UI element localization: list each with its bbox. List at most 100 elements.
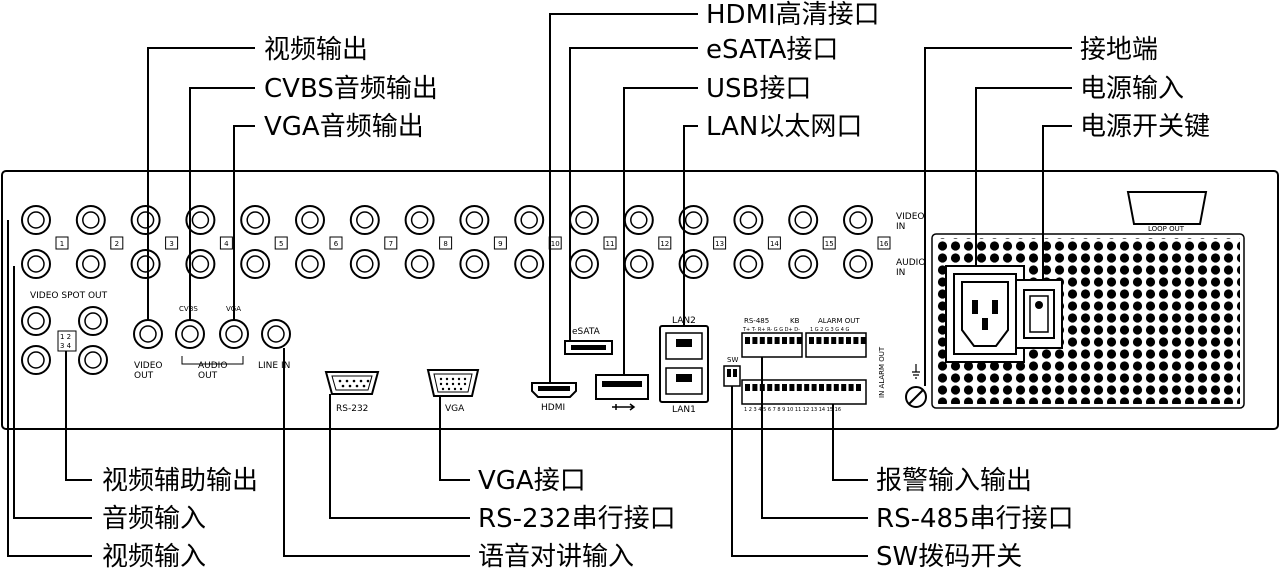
audio-in-bnc-14-inner (739, 255, 758, 273)
channel-box-13 (713, 236, 727, 250)
terminal-pin (774, 384, 780, 391)
video-in-bnc-1-inner (27, 211, 45, 229)
channel-box-14 (767, 236, 781, 250)
audio-in-bnc-11-inner (575, 255, 593, 273)
audio-in-bnc-12-inner (630, 255, 648, 273)
channel-number-12: 12 (660, 240, 669, 248)
channel-box-8 (439, 236, 453, 250)
channel-number-2: 2 (115, 240, 119, 248)
callout-cvbs-audio-out: CVBS音频输出 (264, 74, 438, 104)
audio-in-bnc-10-inner (520, 255, 538, 273)
terminal-pin (856, 384, 861, 391)
video-spot-out-label: VIDEO SPOT OUT (30, 291, 108, 301)
video-spot-out-block: 1 2 3 4 VIDEO SPOT OUT (21, 291, 108, 375)
channel-box-16 (877, 236, 891, 250)
video-in-bnc-6-inner (301, 211, 319, 229)
leader-lines (7, 13, 1072, 557)
callout-vga: VGA接口 (478, 466, 586, 496)
callout-rs232: RS-232串行接口 (478, 504, 676, 534)
video-in-bnc-12-inner (630, 211, 648, 229)
audio-in-bnc-8-inner (410, 255, 429, 273)
alarm-out-label: ALARM OUT (818, 317, 860, 325)
hdmi-label: HDMI (541, 403, 565, 413)
video-in-bnc-8-inner (410, 211, 429, 229)
hdmi-port: HDMI (531, 382, 577, 413)
audio-in-bnc-1-inner (27, 255, 45, 273)
callout-spot-out: 视频辅助输出 (102, 466, 258, 496)
video-in-bnc-4-inner (191, 211, 210, 229)
video-in-bnc-10-inner (520, 211, 538, 229)
terminal-bottom-label: 1 2 3 4 5 6 7 8 9 10 11 12 13 14 15 16 (744, 407, 841, 413)
terminal-pin (752, 337, 758, 344)
channel-box-11 (603, 236, 617, 250)
audio-in-bnc-9-inner (465, 255, 484, 273)
kb-label: KB (790, 317, 800, 325)
terminal-pin (816, 337, 822, 344)
lan1-label: LAN1 (672, 405, 696, 415)
terminal-pin (789, 337, 795, 344)
callouts-bottom-left: 视频辅助输出 音频输入 视频输入 (102, 466, 258, 569)
channel-number-5: 5 (279, 240, 283, 248)
callouts-top-mid: HDMI高清接口 eSATA接口 USB接口 LAN以太网口 (706, 0, 880, 142)
channel-number-1: 1 (60, 240, 64, 248)
channel-number-7: 7 (389, 240, 393, 248)
terminal-pin (838, 337, 844, 344)
audio-in-bnc-3-inner (136, 255, 155, 273)
video-in-bnc-15-inner (794, 211, 812, 229)
terminal-pin (846, 337, 851, 344)
channel-box-2 (110, 236, 124, 250)
callouts-bottom-right: 报警输入输出 RS-485串行接口 SW拨码开关 (876, 466, 1074, 569)
terminal-pin (831, 337, 837, 344)
audio-in-bnc-15-inner (794, 255, 812, 273)
channel-box-12 (658, 236, 672, 250)
audio-in-bnc-6-inner (301, 255, 319, 273)
loop-out-label: LOOP OUT (1148, 225, 1185, 233)
callout-vga-audio-out: VGA音频输出 (264, 112, 424, 142)
channel-box-15 (822, 236, 836, 250)
terminal-pin (767, 337, 773, 344)
audio-in-bnc-7-inner (356, 255, 374, 273)
callout-hdmi: HDMI高清接口 (706, 0, 880, 30)
channel-number-4: 4 (224, 240, 229, 248)
channel-number-15: 15 (825, 240, 834, 248)
callout-usb: USB接口 (706, 74, 811, 104)
video-in-bnc-5-inner (246, 211, 264, 229)
channel-box-6 (329, 236, 343, 250)
video-in-bnc-7-inner (356, 211, 374, 229)
terminal-pin (796, 337, 802, 344)
channel-box-4 (219, 236, 233, 250)
channel-number-6: 6 (334, 240, 339, 248)
terminal-pin (809, 337, 814, 344)
video-in-bnc-9-inner (465, 211, 484, 229)
channel-number-3: 3 (169, 240, 173, 248)
channel-box-1 (55, 236, 69, 250)
audio-in-bnc-4-inner (191, 255, 210, 273)
terminal-pin (819, 384, 824, 391)
terminal-pin (811, 384, 817, 391)
callouts-top-right: 接地端 电源输入 电源开关键 (1080, 35, 1210, 142)
sw-label: SW (727, 356, 738, 364)
callout-audio-in: 音频输入 (102, 504, 206, 534)
channel-number-10: 10 (551, 240, 560, 248)
channel-box-3 (165, 236, 179, 250)
video-in-bnc-2-inner (82, 211, 100, 229)
spot-nums-top: 1 2 (60, 333, 71, 341)
audio-in-bnc-2-inner (82, 255, 100, 273)
vga-label: VGA (445, 404, 465, 414)
channel-number-16: 16 (880, 240, 889, 248)
terminal-pin (745, 384, 750, 391)
terminal-pin (826, 384, 832, 391)
callout-video-in: 视频输入 (102, 542, 206, 569)
terminal-pin (782, 384, 787, 391)
terminal-pin (774, 337, 780, 344)
terminal-pin (767, 384, 773, 391)
terminal-pin (823, 337, 829, 344)
terminal-pin (804, 384, 810, 391)
callout-lan: LAN以太网口 (706, 112, 862, 142)
ground-terminal (905, 364, 927, 408)
alarm-top-label: 1 G 2 G 3 G 4 G (810, 327, 849, 333)
audio-in-bnc-5-inner (246, 255, 264, 273)
